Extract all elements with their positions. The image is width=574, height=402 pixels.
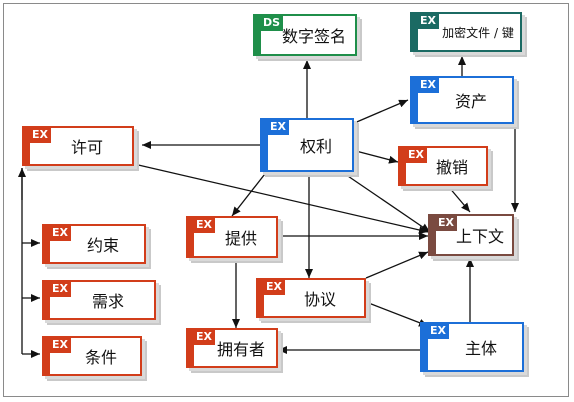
edge-rights-context — [341, 171, 431, 233]
node-label: 许可 — [70, 138, 103, 157]
node-tag: EX — [50, 226, 71, 241]
node-constraint[interactable]: EX 约束 — [42, 224, 146, 264]
node-label: 约束 — [86, 236, 119, 255]
node-requirement[interactable]: EX 需求 — [42, 280, 156, 320]
node-tag: DS — [261, 16, 284, 31]
node-agreement[interactable]: EX 协议 — [256, 278, 366, 318]
edge-revoke-context — [447, 185, 471, 213]
edge-license-context — [133, 163, 429, 234]
node-tag: EX — [30, 128, 51, 143]
node-label: 资产 — [454, 92, 487, 111]
node-label: 主体 — [464, 339, 497, 358]
node-tag: EX — [418, 14, 439, 29]
edge-rights-offer — [231, 169, 269, 217]
node-label: 协议 — [303, 290, 336, 309]
node-tag: EX — [194, 218, 215, 233]
node-revoke[interactable]: EX 撤销 — [398, 146, 488, 186]
node-label: 数字签名 — [281, 27, 346, 46]
node-tag: EX — [428, 324, 449, 339]
node-label: 需求 — [91, 292, 124, 311]
node-label: 上下文 — [455, 227, 504, 246]
node-holder[interactable]: EX 拥有者 — [186, 328, 278, 368]
node-tag: EX — [264, 280, 285, 295]
node-label: 条件 — [84, 348, 117, 367]
node-label: 加密文件 / 键 — [442, 25, 514, 40]
node-tag: EX — [418, 78, 439, 93]
node-label: 提供 — [224, 229, 257, 248]
edge-rights-revoke — [351, 149, 399, 164]
node-label: 撤销 — [435, 158, 468, 177]
edge-agreement-context — [365, 251, 429, 279]
node-tag: EX — [50, 338, 71, 353]
node-tag: EX — [268, 120, 289, 135]
edge-rights-asset — [351, 99, 409, 125]
node-tag: EX — [406, 148, 427, 163]
node-asset[interactable]: EX 资产 — [410, 76, 514, 124]
node-encrypt[interactable]: EX 加密文件 / 键 — [410, 12, 522, 52]
node-tag: EX — [194, 330, 215, 345]
node-offer[interactable]: EX 提供 — [186, 216, 278, 258]
edge-agreement-principal — [365, 301, 429, 327]
node-signature[interactable]: DS 数字签名 — [253, 14, 357, 56]
node-principal[interactable]: EX 主体 — [420, 322, 524, 372]
node-rights[interactable]: EX 权利 — [260, 118, 354, 172]
node-tag: EX — [50, 282, 71, 297]
node-license[interactable]: EX 许可 — [22, 126, 134, 166]
node-context[interactable]: EX 上下文 — [428, 214, 514, 256]
node-tag: EX — [436, 216, 457, 231]
node-condition[interactable]: EX 条件 — [42, 336, 142, 376]
node-label: 拥有者 — [216, 340, 265, 359]
node-label: 权利 — [299, 137, 332, 156]
